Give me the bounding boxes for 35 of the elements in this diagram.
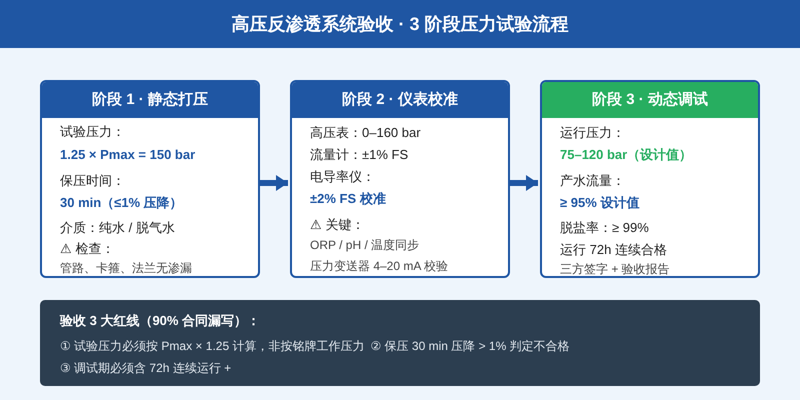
- note-text: 三方签字 + 验收报告: [560, 261, 670, 276]
- field-value: ≥ 95% 设计值: [560, 194, 640, 212]
- field-label: 介质：纯水 / 脱气水: [60, 219, 175, 237]
- warning-label: ⚠ 检查：: [60, 240, 114, 258]
- arrow: [510, 175, 538, 191]
- field-label: 高压表：0–160 bar: [310, 124, 421, 142]
- field-label: 运行 72h 连续合格: [560, 241, 667, 259]
- field-label: 电导率仪：: [310, 168, 375, 186]
- field-value: 1.25 × Pmax = 150 bar: [60, 146, 196, 164]
- stage-heading: 阶段 1 · 静态打压: [42, 82, 258, 118]
- field-value: 75–120 bar（设计值）: [560, 146, 692, 164]
- stage-card: [540, 80, 760, 278]
- field-label: 流量计：±1% FS: [310, 146, 408, 164]
- rule-item: ② 保压 30 min 压降 > 1% 判定不合格: [370, 338, 570, 355]
- note-text: ORP / pH / 温度同步: [310, 237, 420, 254]
- field-label: 试验压力：: [60, 123, 125, 141]
- field-label: 脱盐率：≥ 99%: [560, 219, 649, 237]
- field-label: 产水流量：: [560, 172, 625, 190]
- notes-panel: [40, 300, 760, 386]
- field-label: 运行压力：: [560, 124, 625, 142]
- warning-label: ⚠ 关键：: [310, 216, 364, 234]
- rule-item: ① 试验压力必须按 Pmax × 1.25 计算，非按铭牌工作压力: [60, 338, 364, 355]
- notes-heading: 验收 3 大红线（90% 合同漏写）：: [60, 312, 260, 330]
- note-text: 管路、卡箍、法兰无渗漏: [60, 260, 192, 276]
- stage-card: [40, 80, 260, 278]
- stage-card: [290, 80, 510, 278]
- rule-item: ③ 调试期必须含 72h 连续运行 +: [60, 360, 232, 377]
- stage-heading: 阶段 2 · 仪表校准: [292, 82, 508, 118]
- field-value: ±2% FS 校准: [310, 190, 386, 208]
- stage-heading: 阶段 3 · 动态调试: [542, 82, 758, 118]
- page-title: 高压反渗透系统验收 · 3 阶段压力试验流程: [0, 0, 800, 48]
- field-label: 保压时间：: [60, 172, 125, 190]
- field-value: 30 min（≤1% 压降）: [60, 194, 183, 212]
- note-text: 压力变送器 4–20 mA 校验: [310, 258, 448, 275]
- arrow: [260, 175, 288, 191]
